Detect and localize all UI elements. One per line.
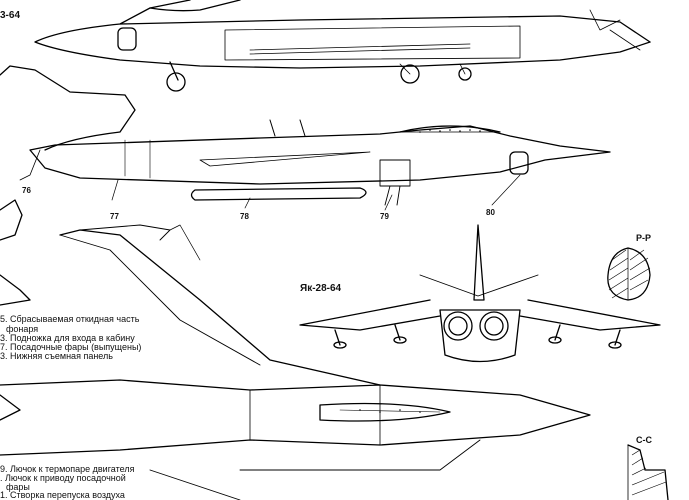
legend-item: фары [6, 482, 30, 492]
plan-view [0, 224, 591, 500]
front-view [299, 224, 661, 363]
section-pp-label: Р-Р [636, 233, 652, 243]
callout-78: 78 [240, 212, 249, 221]
legend-item: 1. Створка перепуска воздуха [0, 490, 125, 500]
callout-77: 77 [110, 212, 119, 221]
legend-item: 3. Подножка для входа в кабину [0, 333, 135, 343]
section-cc [627, 444, 669, 500]
section-cc-label: С-С [636, 435, 652, 445]
legend-item: 7. Посадочные фары (выпущены) [0, 342, 142, 352]
top-left-title: 3-64 [0, 10, 21, 21]
callout-79: 79 [380, 212, 389, 221]
left-edge-fragments [0, 199, 31, 421]
legend-item: 9. Лючок к термопаре двигателя [0, 464, 135, 474]
legend-item: 3. Нижняя съемная панель [0, 351, 113, 361]
legend-item: 5. Сбрасываемая откидная часть [0, 314, 140, 324]
legend-item: фонаря [6, 324, 39, 334]
section-pp [607, 247, 651, 301]
callout-76: 76 [22, 186, 31, 195]
side-view-upper [34, 0, 651, 92]
center-title: Як-28-64 [300, 283, 342, 294]
callout-80: 80 [486, 208, 495, 217]
legend-item: . Лючок к приводу посадочной [0, 473, 126, 483]
side-view-fuselage [0, 65, 611, 211]
